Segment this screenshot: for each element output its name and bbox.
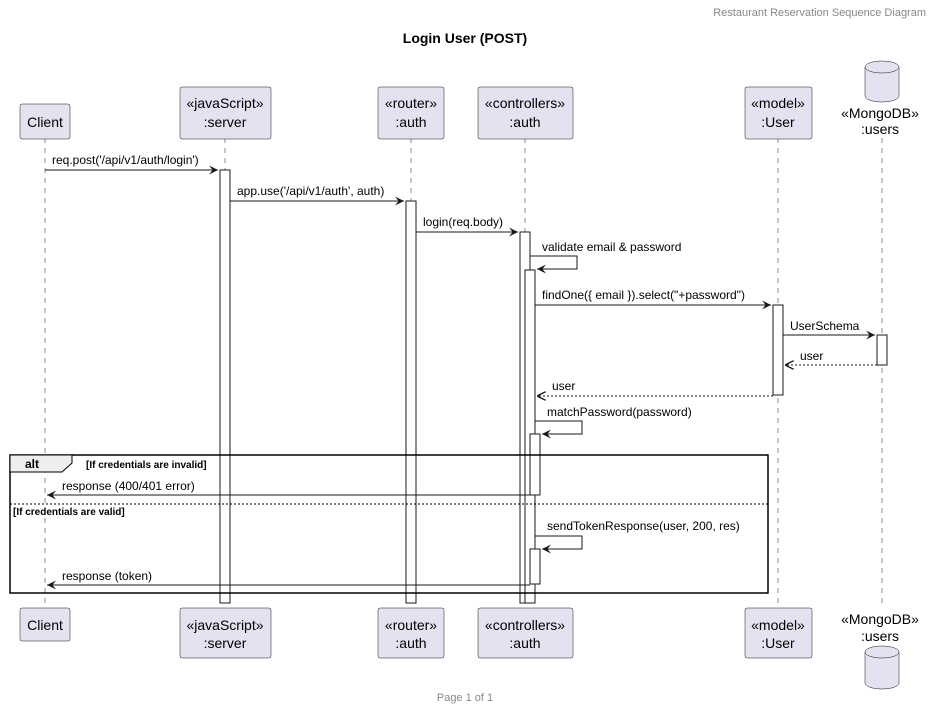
svg-text::User: :User [761,114,795,130]
participant-controller-top: «controllers» :auth [477,86,574,140]
svg-text:«controllers»: «controllers» [485,617,565,633]
message-m6: UserSchema [783,319,875,340]
svg-text:«MongoDB»: «MongoDB» [841,105,919,121]
svg-text:UserSchema: UserSchema [790,319,860,333]
svg-text::users: :users [861,628,899,644]
message-m1: req.post('/api/v1/auth/login') [45,153,218,175]
svg-text:«model»: «model» [751,617,805,633]
activation-db [876,334,888,366]
message-m11: sendTokenResponse(user, 200, res) [535,519,740,554]
svg-text:req.post('/api/v1/auth/login'): req.post('/api/v1/auth/login') [52,153,199,167]
svg-text::server: :server [204,635,247,651]
svg-text:Client: Client [27,114,63,130]
participant-db-bottom: «MongoDB» :users [841,611,919,690]
alt-fragment: alt [If credentials are invalid] [If cre… [9,454,769,594]
svg-text::users: :users [861,121,899,137]
participant-server-bottom: «javaScript» :server [179,607,272,659]
svg-text::auth: :auth [509,114,540,130]
database-icon [864,645,900,690]
svg-text:«javaScript»: «javaScript» [186,617,263,633]
svg-text:«javaScript»: «javaScript» [186,95,263,111]
svg-text:login(req.body): login(req.body) [423,215,503,229]
activation-controller-match [529,433,541,496]
message-m10: response (400/401 error) [47,479,530,500]
activation-controller-token [529,548,541,585]
message-m5: findOne({ email }).select("+password") [535,288,771,310]
svg-text::auth: :auth [395,114,426,130]
svg-text::server: :server [204,114,247,130]
svg-text:«router»: «router» [385,617,437,633]
participant-client-top: Client [19,103,71,140]
activation-server [219,169,231,604]
page-footer: Page 1 of 1 [437,692,493,704]
database-icon [864,60,900,103]
participant-router-bottom: «router» :auth [377,607,445,659]
participant-router-top: «router» :auth [377,86,445,140]
message-m7: user [785,349,877,365]
activation-model [772,304,784,396]
participant-model-top: «model» :User [744,86,813,140]
message-m8: user [537,379,773,396]
svg-text:response (400/401 error): response (400/401 error) [62,479,195,493]
alt-keyword: alt [25,457,39,471]
svg-text:«MongoDB»: «MongoDB» [841,611,919,627]
diagram-title: Login User (POST) [403,30,527,46]
svg-text::auth: :auth [395,635,426,651]
svg-text:«router»: «router» [385,95,437,111]
svg-text:user: user [800,349,823,363]
message-m4: validate email & password [530,240,681,274]
svg-text:Client: Client [27,617,63,633]
svg-text:«model»: «model» [751,95,805,111]
svg-text:app.use('/api/v1/auth', auth): app.use('/api/v1/auth', auth) [237,184,384,198]
message-m9: matchPassword(password) [535,405,692,439]
participant-model-bottom: «model» :User [744,607,813,659]
svg-text::auth: :auth [509,635,540,651]
svg-text:response (token): response (token) [62,569,152,583]
participant-db-top: «MongoDB» :users [841,60,919,137]
alt-condition-invalid: [If credentials are invalid] [86,460,207,471]
svg-text:sendTokenResponse(user, 200, r: sendTokenResponse(user, 200, res) [547,519,740,533]
svg-text:«controllers»: «controllers» [485,95,565,111]
svg-text::User: :User [761,635,795,651]
message-m3: login(req.body) [416,215,518,237]
diagram-header: Restaurant Reservation Sequence Diagram [713,7,926,19]
alt-condition-valid: [If credentials are valid] [13,507,125,518]
activation-router [405,200,417,604]
participant-server-top: «javaScript» :server [179,86,272,140]
svg-text:findOne({ email }).select("+pa: findOne({ email }).select("+password") [542,288,745,302]
participant-controller-bottom: «controllers» :auth [477,607,574,659]
participant-client-bottom: Client [19,607,71,642]
svg-text:user: user [552,379,575,393]
svg-text:validate email & password: validate email & password [542,240,681,254]
svg-text:matchPassword(password): matchPassword(password) [547,405,692,419]
message-m12: response (token) [47,569,530,590]
message-m2: app.use('/api/v1/auth', auth) [230,184,404,206]
